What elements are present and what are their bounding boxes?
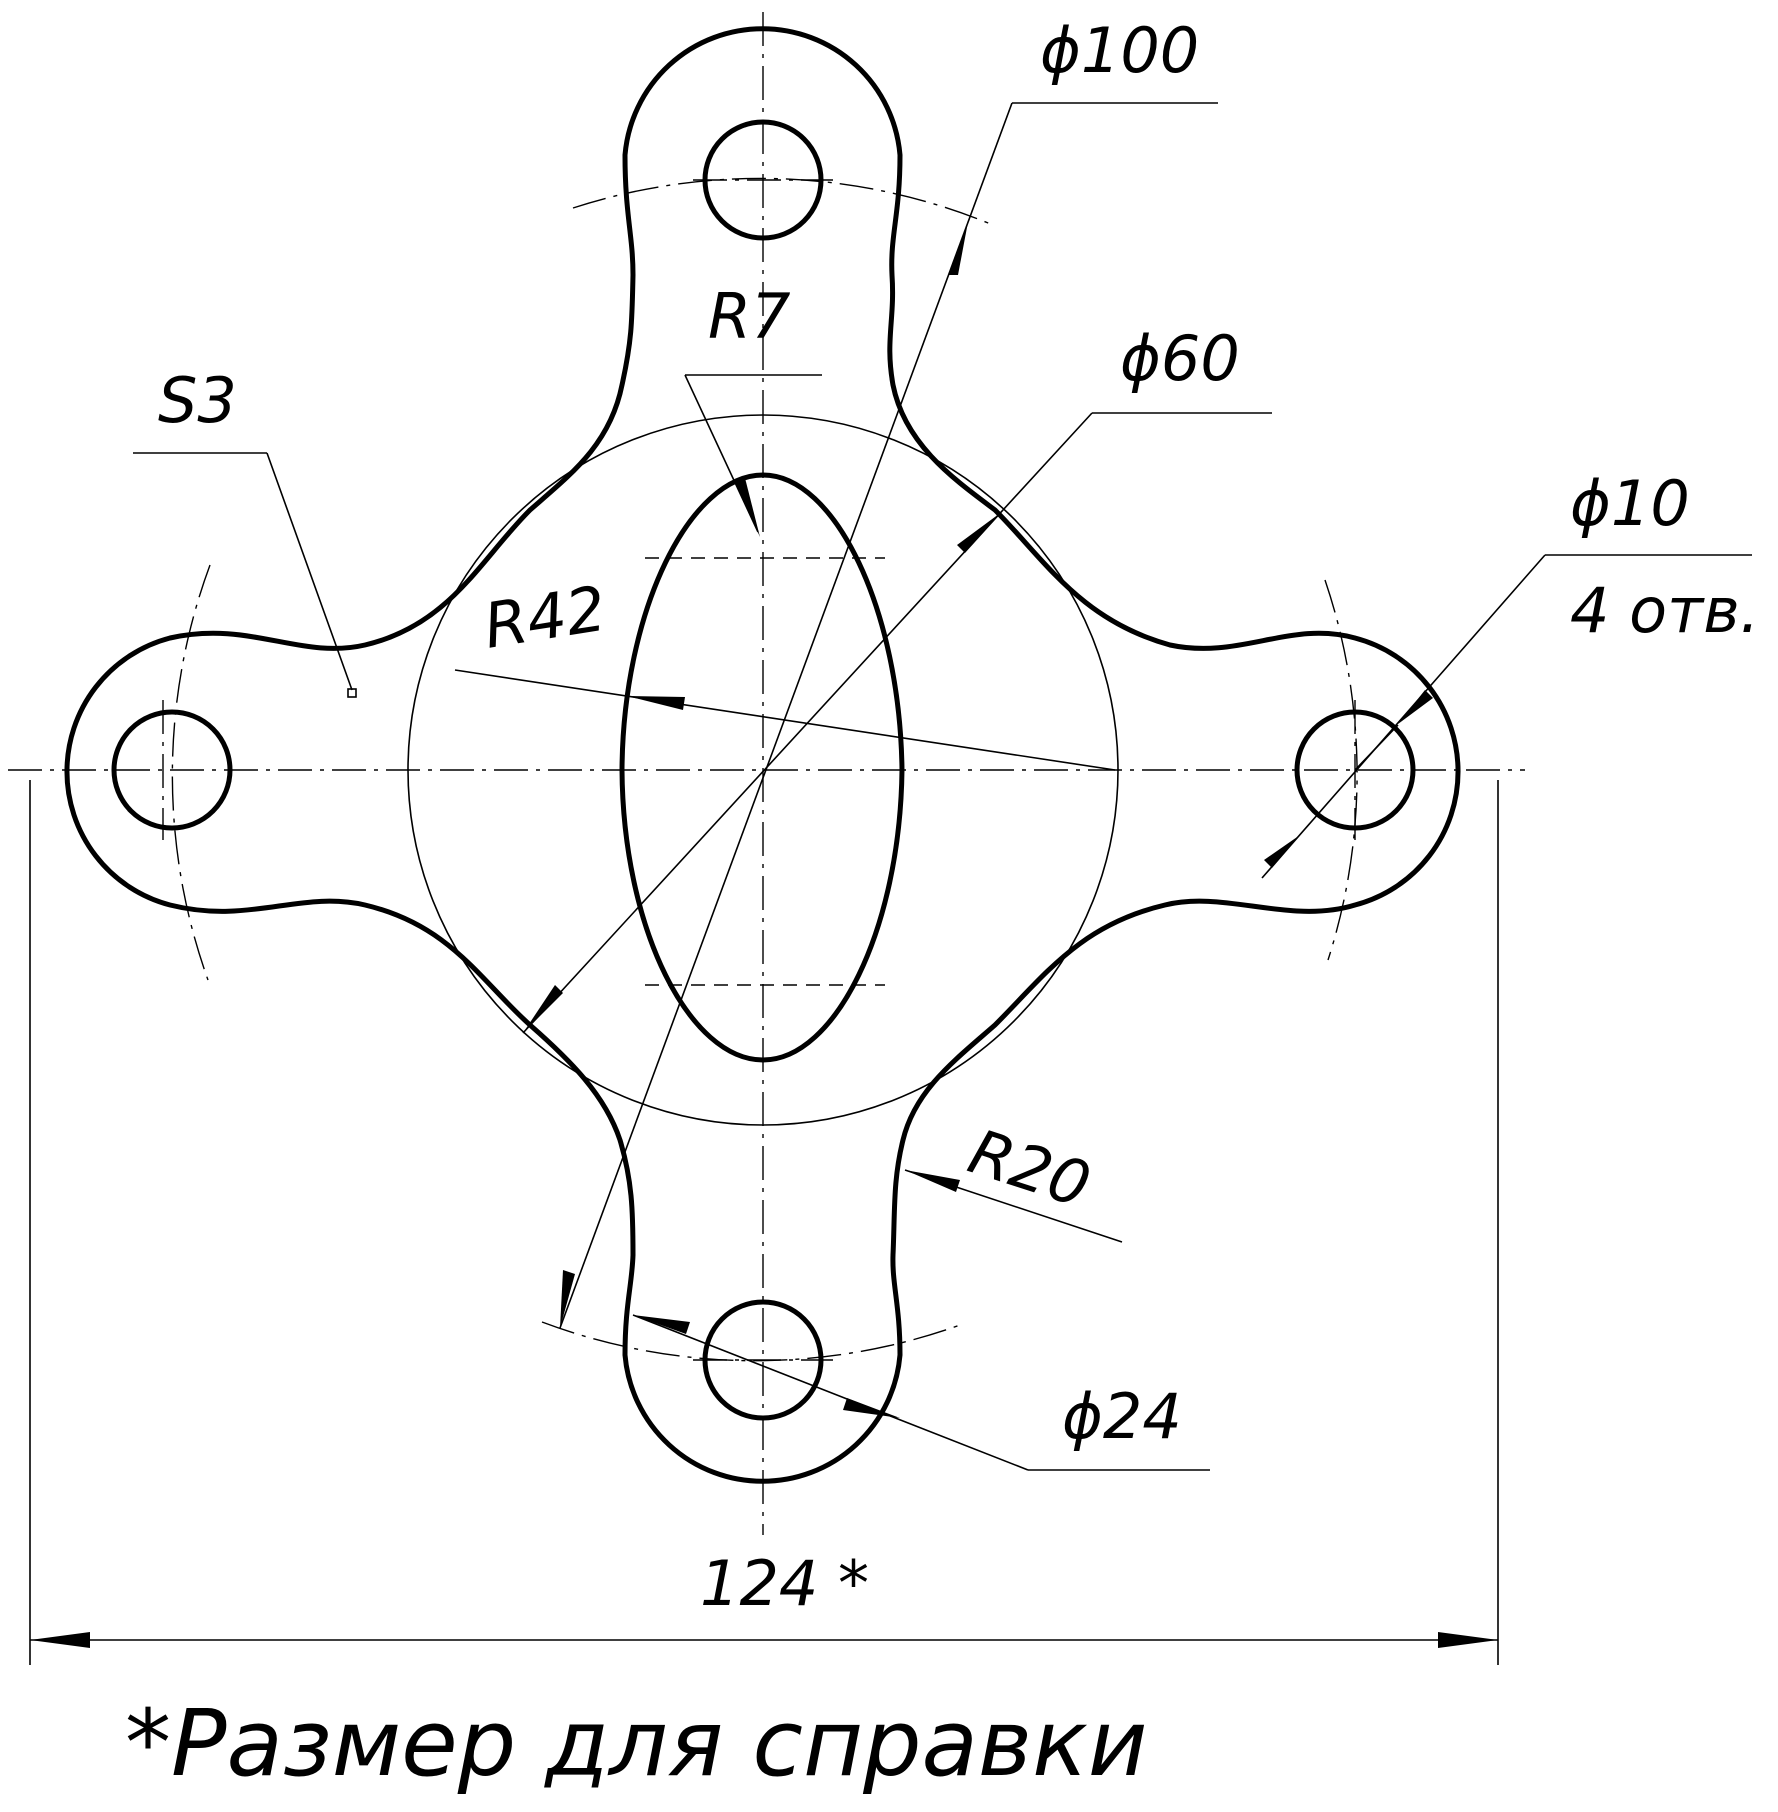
hole-bottom bbox=[702, 1299, 824, 1421]
dim-r7: R7 bbox=[684, 280, 822, 537]
label-d60: ϕ60 bbox=[1120, 322, 1240, 395]
hole-right bbox=[1294, 709, 1416, 831]
label-d10: ϕ10 bbox=[1570, 467, 1690, 540]
label-r7: R7 bbox=[708, 280, 791, 353]
hole-left bbox=[111, 709, 233, 831]
dim-d60: ϕ60 bbox=[522, 322, 1272, 1034]
dim-s3: S3 bbox=[133, 364, 357, 698]
central-slot bbox=[619, 472, 905, 1063]
circle-d60 bbox=[407, 414, 1119, 1126]
label-d24: ϕ24 bbox=[1062, 1380, 1182, 1453]
label-d100: ϕ100 bbox=[1040, 14, 1199, 87]
dim-r42: R42 bbox=[454, 572, 1116, 771]
label-s3: S3 bbox=[158, 364, 237, 437]
dim-overall: 124 * bbox=[29, 780, 1499, 1665]
dim-d100: ϕ100 bbox=[559, 14, 1218, 1329]
label-overall: 124 * bbox=[700, 1547, 869, 1620]
reference-note: *Размер для справки bbox=[125, 1690, 1148, 1797]
label-r42: R42 bbox=[479, 572, 611, 663]
dim-d10: ϕ10 4 отв. bbox=[1261, 467, 1759, 879]
hole-top bbox=[702, 119, 824, 241]
label-r20: R20 bbox=[960, 1115, 1099, 1222]
dim-d24: ϕ24 bbox=[632, 1314, 1210, 1471]
label-holes: 4 отв. bbox=[1570, 574, 1759, 647]
dim-r20: R20 bbox=[904, 1115, 1123, 1243]
hidden-lines bbox=[645, 557, 885, 986]
